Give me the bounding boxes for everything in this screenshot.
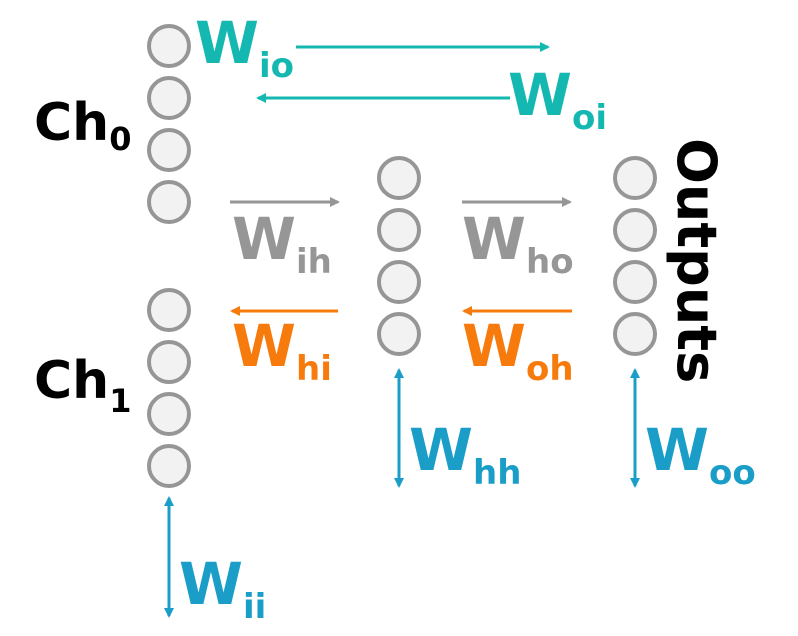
label-w-hi: Whi xyxy=(232,312,332,389)
ch0-node xyxy=(147,24,191,68)
ch1-node xyxy=(147,288,191,332)
label-w-ih: Wih xyxy=(232,205,332,282)
label-w-oo: Woo xyxy=(645,416,756,493)
hidden-node xyxy=(377,208,421,252)
label-w-oh: Woh xyxy=(462,312,574,389)
hidden-node xyxy=(377,156,421,200)
label-w-ii: Wii xyxy=(179,550,266,627)
ch1-node xyxy=(147,340,191,384)
label-w-oi: Woi xyxy=(508,61,607,138)
layer-ch1-nodes xyxy=(147,288,191,488)
label-w-io: Wio xyxy=(195,9,294,86)
layer-hidden-nodes xyxy=(377,156,421,356)
ch1-node xyxy=(147,444,191,488)
ch1-label: Ch1 xyxy=(34,351,131,420)
label-w-ho: Who xyxy=(462,205,574,282)
hidden-node xyxy=(377,312,421,356)
ch0-node xyxy=(147,180,191,224)
layer-ch0-nodes xyxy=(147,24,191,224)
ch0-node xyxy=(147,128,191,172)
ch0-node xyxy=(147,76,191,120)
outputs-label: Outputs xyxy=(665,138,728,383)
ch0-label: Ch0 xyxy=(34,93,131,158)
outputs-node xyxy=(613,156,657,200)
outputs-node xyxy=(613,312,657,356)
outputs-node xyxy=(613,208,657,252)
outputs-node xyxy=(613,260,657,304)
layer-outputs-nodes xyxy=(613,156,657,356)
ch1-node xyxy=(147,392,191,436)
label-w-hh: Whh xyxy=(409,416,521,493)
hidden-node xyxy=(377,260,421,304)
